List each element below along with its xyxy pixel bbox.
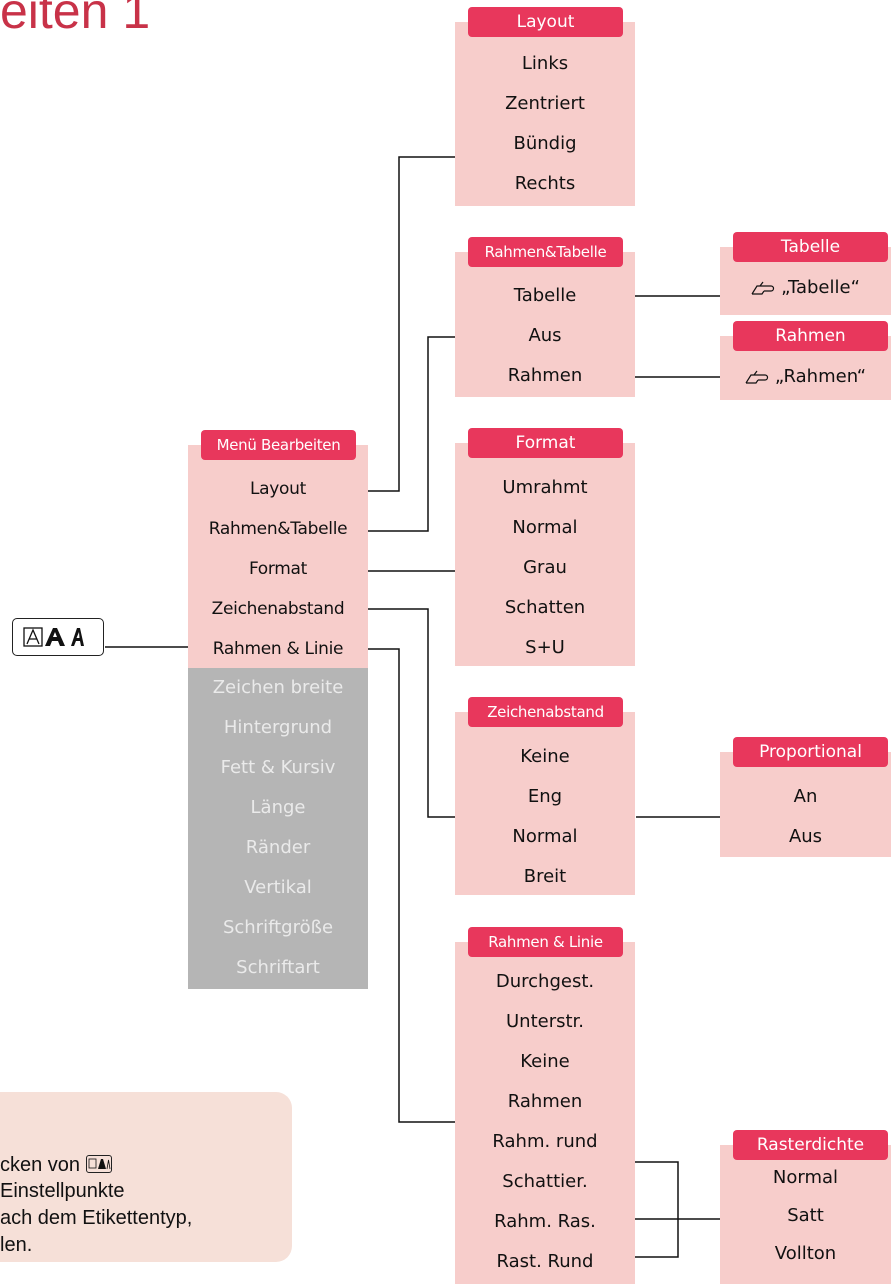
style-key-button[interactable] bbox=[12, 618, 104, 656]
menu-item-disabled: Ränder bbox=[245, 837, 311, 858]
format-option[interactable]: Normal bbox=[512, 517, 578, 538]
format-option[interactable]: Grau bbox=[523, 557, 567, 578]
menu-item-frame-table[interactable]: Rahmen&Tabelle bbox=[208, 519, 348, 539]
frame-ref-title: Rahmen bbox=[733, 321, 888, 351]
frame-line-option[interactable]: Rahm. Ras. bbox=[494, 1211, 596, 1232]
note-line: Einstellpunkte bbox=[0, 1180, 125, 1202]
layout-option[interactable]: Bündig bbox=[513, 133, 577, 154]
menu-item-disabled: Zeichen breite bbox=[212, 677, 344, 698]
style-key-icon bbox=[23, 627, 84, 647]
edit-menu-panel: Menü Bearbeiten Layout Rahmen&Tabelle Fo… bbox=[188, 430, 368, 668]
menu-item-frame-line[interactable]: Rahmen & Linie bbox=[212, 639, 344, 659]
table-ref-title: Tabelle bbox=[733, 232, 888, 262]
menu-item-disabled: Schriftart bbox=[236, 957, 320, 978]
frame-line-option[interactable]: Rahm. rund bbox=[492, 1131, 598, 1152]
menu-item-disabled: Länge bbox=[250, 797, 306, 818]
layout-option[interactable]: Links bbox=[521, 53, 569, 74]
frame-table-option[interactable]: Rahmen bbox=[507, 365, 583, 386]
menu-item-format[interactable]: Format bbox=[248, 559, 308, 579]
proportional-option[interactable]: An bbox=[793, 786, 818, 807]
frame-line-option[interactable]: Unterstr. bbox=[505, 1011, 585, 1032]
frame-table-option[interactable]: Tabelle bbox=[513, 285, 577, 306]
format-option[interactable]: Schatten bbox=[504, 597, 586, 618]
spacing-title: Zeichenabstand bbox=[468, 697, 623, 727]
hand-pointer-icon bbox=[751, 281, 775, 295]
proportional-title: Proportional bbox=[733, 737, 888, 767]
note-line: cken von bbox=[0, 1154, 81, 1176]
proportional-option[interactable]: Aus bbox=[788, 826, 823, 847]
proportional-panel: Proportional An Aus bbox=[720, 737, 891, 857]
format-title: Format bbox=[468, 428, 623, 458]
frame-table-option[interactable]: Aus bbox=[528, 325, 562, 346]
disabled-menu-panel: Zeichen breite Hintergrund Fett & Kursiv… bbox=[188, 668, 368, 989]
raster-title: Rasterdichte bbox=[733, 1130, 888, 1160]
frame-line-option[interactable]: Rahmen bbox=[507, 1091, 583, 1112]
menu-item-disabled: Fett & Kursiv bbox=[220, 757, 336, 778]
hand-pointer-icon bbox=[745, 370, 768, 384]
layout-title: Layout bbox=[468, 7, 623, 37]
raster-option[interactable]: Vollton bbox=[774, 1243, 837, 1264]
edit-menu-title: Menü Bearbeiten bbox=[201, 430, 356, 460]
frame-line-option[interactable]: Rast. Rund bbox=[496, 1251, 594, 1272]
frame-line-panel: Rahmen & Linie Durchgest. Unterstr. Kein… bbox=[455, 927, 635, 1284]
menu-item-layout[interactable]: Layout bbox=[250, 479, 306, 499]
spacing-option[interactable]: Keine bbox=[520, 746, 570, 767]
table-ref-link[interactable]: „Tabelle“ bbox=[781, 277, 860, 298]
format-panel: Format Umrahmt Normal Grau Schatten S+U bbox=[455, 428, 635, 666]
spacing-option[interactable]: Eng bbox=[527, 786, 563, 807]
menu-item-disabled: Vertikal bbox=[244, 877, 312, 898]
menu-item-disabled: Schriftgröße bbox=[222, 917, 334, 938]
menu-item-spacing[interactable]: Zeichenabstand bbox=[211, 599, 345, 619]
note-line: ach dem Etikettentyp, bbox=[0, 1207, 193, 1229]
frame-line-option[interactable]: Durchgest. bbox=[495, 971, 595, 992]
spacing-option[interactable]: Breit bbox=[523, 866, 567, 887]
raster-option[interactable]: Normal bbox=[772, 1167, 839, 1188]
format-option[interactable]: S+U bbox=[525, 637, 565, 658]
spacing-option[interactable]: Normal bbox=[512, 826, 578, 847]
format-option[interactable]: Umrahmt bbox=[502, 477, 588, 498]
layout-panel: Layout Links Zentriert Bündig Rechts bbox=[455, 7, 635, 206]
frame-table-panel: Rahmen&Tabelle Tabelle Aus Rahmen bbox=[455, 237, 635, 397]
layout-option[interactable]: Rechts bbox=[514, 173, 576, 194]
note-box: cken von Einstellpunkte ach dem Etikette… bbox=[0, 1092, 292, 1262]
raster-option[interactable]: Satt bbox=[787, 1205, 824, 1226]
spacing-panel: Zeichenabstand Keine Eng Normal Breit bbox=[455, 697, 635, 895]
layout-option[interactable]: Zentriert bbox=[505, 93, 585, 114]
page-title: eiten 1 bbox=[0, 0, 151, 39]
style-key-icon bbox=[86, 1154, 113, 1173]
frame-ref-panel: Rahmen „Rahmen“ bbox=[720, 321, 891, 400]
frame-line-title: Rahmen & Linie bbox=[468, 927, 623, 957]
menu-item-disabled: Hintergrund bbox=[223, 717, 333, 738]
note-line: len. bbox=[0, 1234, 33, 1256]
raster-panel: Rasterdichte Normal Satt Vollton bbox=[720, 1130, 891, 1284]
frame-line-option[interactable]: Schattier. bbox=[502, 1171, 588, 1192]
frame-ref-link[interactable]: „Rahmen“ bbox=[774, 366, 867, 387]
frame-line-option[interactable]: Keine bbox=[520, 1051, 570, 1072]
frame-table-title: Rahmen&Tabelle bbox=[468, 237, 623, 267]
table-ref-panel: Tabelle „Tabelle“ bbox=[720, 232, 891, 315]
